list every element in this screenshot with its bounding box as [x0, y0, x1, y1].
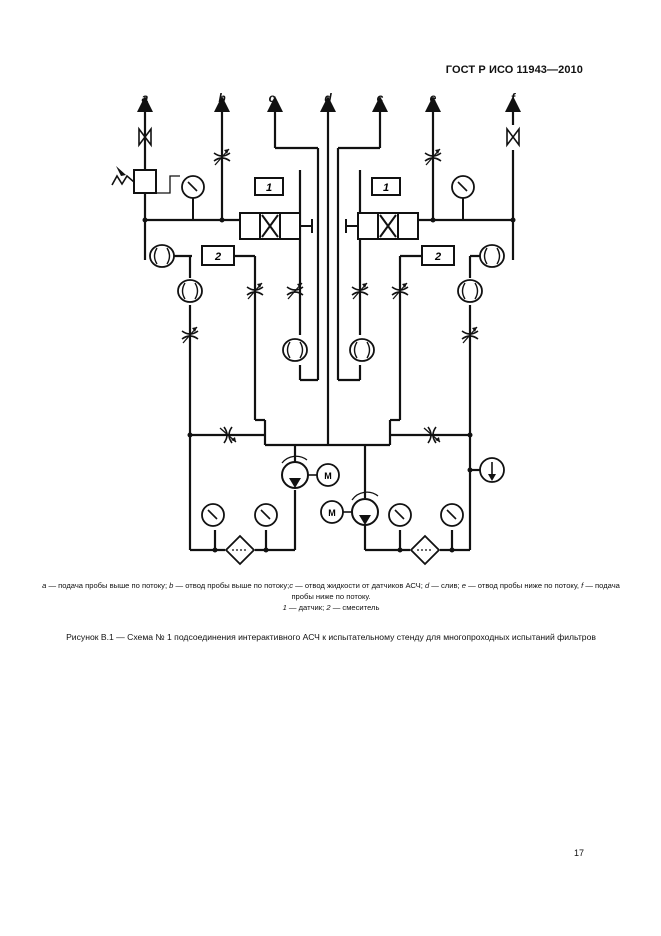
- legend-1-key: 1: [282, 603, 287, 612]
- sensor-right-label: 1: [383, 182, 389, 194]
- legend-2-text: — смеситель: [330, 603, 380, 612]
- svg-text:M: M: [324, 471, 332, 481]
- flowmeter-right-mid-icon: [457, 279, 483, 303]
- sensor-left-label: 1: [266, 182, 272, 194]
- directional-valve-right-icon: [345, 212, 419, 240]
- flowmeter-left-inner-icon: [282, 338, 308, 362]
- flowmeter-right-inner-icon: [349, 338, 375, 362]
- legend-f-text: — подача пробы ниже по потоку.: [291, 581, 620, 601]
- legend-a-key: a: [42, 581, 47, 590]
- pump-left-icon: [281, 461, 309, 489]
- pressure-gauge-right-2-icon: [440, 503, 464, 527]
- label-a: a: [142, 91, 149, 105]
- label-c-right: c: [377, 91, 384, 105]
- legend-e-key: e: [461, 581, 466, 590]
- flowmeter-left-mid-icon: [177, 279, 203, 303]
- figure-caption: Рисунок В.1 — Схема № 1 подсоединения ин…: [66, 632, 596, 642]
- legend-1-text: — датчик;: [286, 603, 327, 612]
- pressure-gauge-left-2-icon: [254, 503, 278, 527]
- label-b: b: [218, 91, 225, 105]
- pressure-gauge-left-top-icon: [181, 175, 205, 199]
- pressure-gauge-right-top-icon: [451, 175, 475, 199]
- legend-c-key: c: [289, 581, 294, 590]
- legend-d-key: d: [424, 581, 430, 590]
- mixer-right-icon: [421, 245, 455, 266]
- legend-f-key: f: [581, 581, 584, 590]
- motor-left-icon: M: [308, 463, 340, 487]
- sensor-right-icon: [371, 177, 401, 196]
- label-c-left: c: [269, 91, 276, 105]
- legend-a-text: — подача пробы выше по потоку;: [46, 581, 170, 590]
- figure-legend: a — подача пробы выше по потоку; b — отв…: [40, 580, 622, 613]
- legend-e-text: — отвод пробы ниже по потоку,: [465, 581, 582, 590]
- mixer-left-label: 2: [214, 251, 221, 263]
- flowmeter-right-top-icon: [479, 244, 505, 268]
- svg-text:M: M: [328, 508, 336, 518]
- legend-b-text: — отвод пробы выше по потоку;: [173, 581, 290, 590]
- legend-b-key: b: [169, 581, 174, 590]
- directional-valve-left-icon: [239, 212, 313, 240]
- mixer-left-icon: [201, 245, 235, 266]
- pressure-gauge-right-1-icon: [388, 503, 412, 527]
- label-e: e: [430, 91, 437, 105]
- document-header: ГОСТ Р ИСО 11943—2010: [445, 64, 583, 76]
- label-d: d: [324, 91, 332, 105]
- pump-right-icon: [351, 498, 379, 526]
- mixer-right-label: 2: [434, 251, 441, 263]
- pressure-gauge-left-1-icon: [201, 503, 225, 527]
- motor-right-icon: M: [320, 500, 352, 524]
- filter-left-icon: [225, 535, 255, 565]
- filter-right-icon: [410, 535, 440, 565]
- legend-2-key: 2: [326, 603, 331, 612]
- legend-d-text: — слив;: [429, 581, 462, 590]
- hydraulic-schematic: a b c d c e f 1 1 2: [111, 91, 521, 565]
- legend-c-text: — отвод жидкости от датчиков АСЧ;: [293, 581, 425, 590]
- valve-f-icon: [506, 128, 520, 146]
- label-f: f: [511, 91, 516, 105]
- pressure-regulator-icon: [133, 169, 157, 194]
- page-number: 17: [573, 848, 584, 858]
- thermometer-icon: [479, 457, 505, 483]
- sensor-left-icon: [254, 177, 284, 196]
- flowmeter-left-top-icon: [149, 244, 175, 268]
